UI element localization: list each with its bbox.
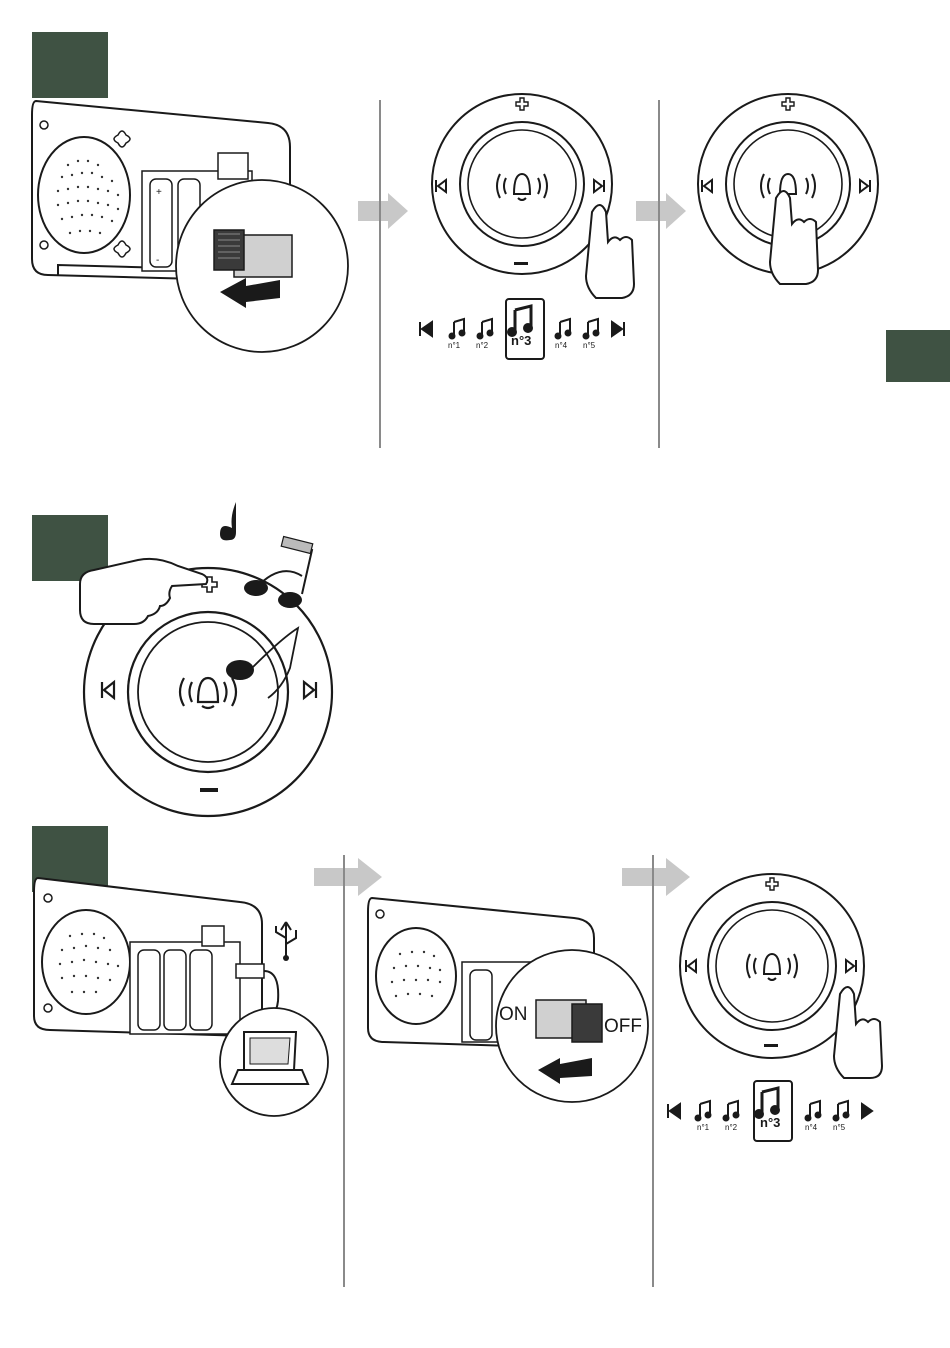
melody-label: n°4	[555, 341, 567, 350]
keypad-next-press-2[interactable]	[672, 870, 902, 1080]
melody-label: n°2	[476, 341, 488, 350]
divider-4	[652, 855, 654, 1287]
prev-icon[interactable]	[420, 322, 432, 336]
arrow-right-1	[358, 193, 408, 229]
switch-off-label: OFF	[604, 1016, 642, 1038]
music-note-icon	[220, 502, 236, 540]
melody-label-selected: n°3	[511, 333, 531, 348]
melody-label: n°5	[833, 1123, 845, 1132]
melody-label: n°4	[805, 1123, 817, 1132]
keypad-next-press[interactable]	[426, 94, 636, 294]
device-usb-illustration	[30, 872, 330, 1122]
arrow-right-2	[636, 193, 686, 229]
svg-text:-: -	[156, 255, 159, 266]
usb-icon	[276, 922, 296, 956]
divider-2	[658, 100, 660, 448]
arrow-right-3	[314, 858, 384, 896]
divider-1	[379, 100, 381, 448]
step-1-marker	[32, 32, 108, 98]
divider-3	[343, 855, 345, 1287]
side-tab	[886, 330, 950, 382]
melody-selected-box-1	[505, 298, 545, 360]
melody-label-selected: n°3	[760, 1115, 780, 1130]
keypad-volume-up[interactable]	[72, 498, 342, 818]
melody-label: n°2	[725, 1123, 737, 1132]
melody-selected-box-2	[753, 1080, 793, 1142]
play-icon[interactable]	[862, 1104, 872, 1118]
melody-label: n°1	[448, 341, 460, 350]
melody-label: n°1	[697, 1123, 709, 1132]
skip-next-icon[interactable]	[612, 322, 624, 336]
keypad-center-press[interactable]	[692, 94, 892, 294]
switch-zoom-circle	[172, 180, 352, 352]
switch-on-label: ON	[499, 1004, 528, 1026]
device-switch-illustration	[364, 892, 664, 1112]
melody-label: n°5	[583, 341, 595, 350]
svg-text:+: +	[156, 187, 162, 198]
prev-icon[interactable]	[668, 1104, 680, 1118]
